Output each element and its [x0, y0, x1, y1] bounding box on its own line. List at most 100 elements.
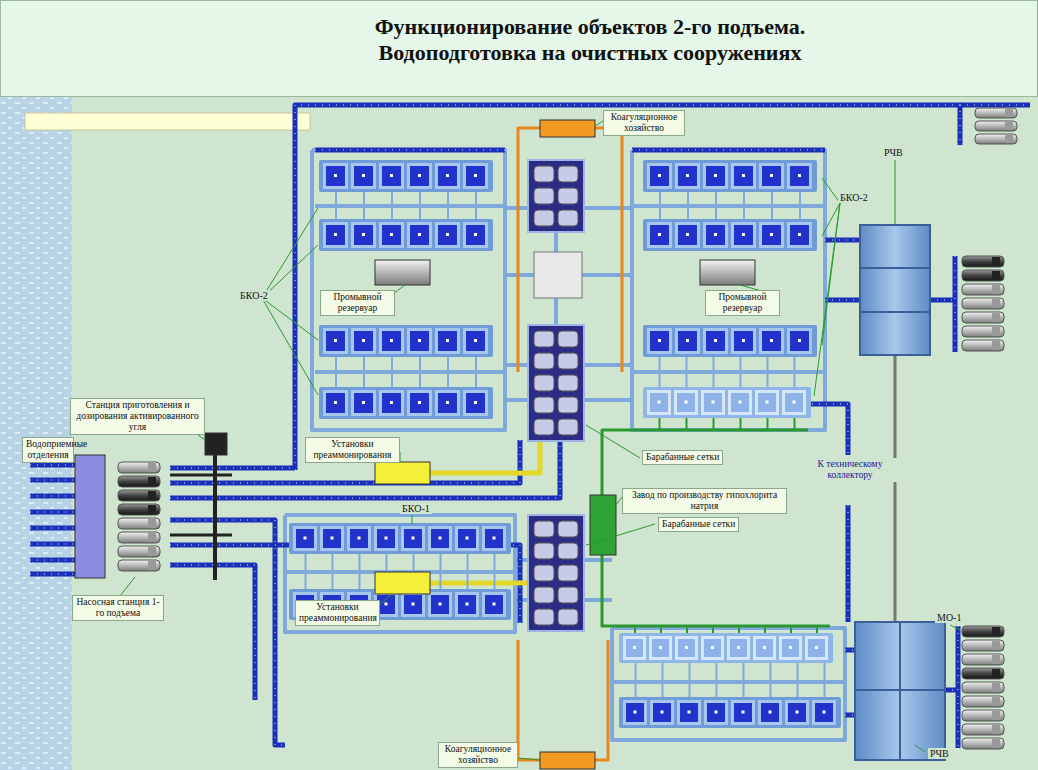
filter-cell — [815, 703, 833, 722]
filter-dot — [742, 233, 745, 236]
leader-line — [915, 745, 925, 752]
callout-text: Промывной резервуар — [324, 292, 391, 314]
pipe-line — [30, 510, 75, 515]
filter-cell — [407, 222, 432, 248]
leader-line — [586, 524, 655, 545]
filter-cell — [323, 390, 348, 416]
filter-cell — [788, 703, 806, 722]
filter-dot — [770, 174, 773, 177]
filter-cell — [351, 328, 376, 354]
flow-dots — [30, 528, 75, 529]
filter-cell — [466, 393, 485, 413]
pump — [962, 696, 1004, 707]
flow-dots — [295, 105, 960, 470]
drum-screen-block — [528, 325, 584, 441]
pipe-line — [430, 440, 540, 473]
filter-cell — [647, 222, 672, 248]
filter-cell — [703, 163, 728, 189]
filter-cell — [379, 328, 404, 354]
clean-water-tank — [860, 225, 930, 355]
filter-dot — [362, 401, 365, 404]
callout-box: Промывной резервуар — [320, 290, 395, 316]
filter-cell — [734, 703, 752, 722]
leader-line — [412, 515, 413, 524]
drum-screen — [558, 419, 578, 435]
pipe-line — [595, 640, 608, 760]
filter-dot — [493, 603, 496, 606]
pipe-line — [430, 581, 528, 586]
pump — [118, 462, 160, 473]
filter-cell — [485, 529, 503, 548]
filter-dot — [770, 339, 773, 342]
filter-dot — [390, 174, 393, 177]
filter-dot — [358, 537, 361, 540]
filter-row — [319, 325, 493, 357]
filter-cell — [626, 703, 644, 722]
pump — [118, 532, 160, 543]
filter-cell — [678, 166, 697, 186]
part-label: БКО-1 — [400, 503, 432, 514]
pump-motor — [992, 627, 1000, 636]
filter-cell — [728, 390, 752, 415]
filter-dot — [815, 646, 818, 649]
filter-cell — [354, 225, 373, 245]
drum-screen — [534, 419, 554, 435]
coagulation-unit — [540, 752, 595, 769]
filter-cell — [734, 225, 753, 245]
pipe-line — [960, 103, 1030, 108]
filter-cell — [707, 703, 725, 722]
filter-dot — [685, 646, 688, 649]
drum-screen-block — [528, 515, 584, 631]
leader-line — [262, 298, 318, 340]
pump-motor — [992, 271, 1000, 280]
filter-cell — [435, 163, 460, 189]
filter-dot — [711, 646, 714, 649]
filter-row — [643, 325, 817, 357]
filter-dot — [737, 646, 740, 649]
pipe-line — [170, 440, 560, 498]
filter-cell — [650, 393, 668, 412]
filter-cell — [428, 592, 452, 617]
pump — [962, 640, 1004, 651]
filter-cell — [404, 595, 422, 614]
filter-dot — [763, 646, 766, 649]
carbon-station — [205, 433, 227, 455]
filter-cell — [701, 636, 724, 660]
flow-dots — [845, 650, 855, 651]
drum-screen — [558, 543, 578, 559]
leader-line — [262, 245, 318, 298]
filter-row — [619, 633, 833, 663]
leader-line — [262, 208, 318, 298]
callout-text: Установки преаммонирования — [309, 439, 396, 461]
filter-cell — [731, 163, 756, 189]
filter-cell — [401, 592, 425, 617]
filter-dot — [739, 401, 742, 404]
callout-text: Водоприемные отделения — [26, 439, 70, 461]
filter-cell — [731, 328, 756, 354]
filter-cell — [296, 529, 314, 548]
filter-dot — [474, 233, 477, 236]
filter-cell — [382, 225, 401, 245]
filter-row — [643, 219, 817, 251]
filter-cell — [326, 225, 345, 245]
pump — [962, 312, 1004, 323]
filter-cell — [647, 328, 672, 354]
pipe-line — [170, 545, 520, 623]
leader-line — [895, 160, 896, 224]
part-label: БКО-2 — [238, 290, 270, 301]
filter-dot — [742, 174, 745, 177]
filter-cell — [759, 163, 784, 189]
filter-cell — [407, 163, 432, 189]
pump-motor — [1005, 135, 1013, 143]
callout-box: Коагуляционное хозяйство — [603, 110, 685, 136]
filter-cell — [650, 225, 669, 245]
filter-cell — [677, 393, 695, 412]
flow-dots — [170, 520, 285, 745]
part-label: МО-1 — [935, 612, 963, 623]
pump-motor — [992, 655, 1000, 664]
filter-dot — [474, 174, 477, 177]
pipe-line — [170, 565, 255, 700]
callout-box: Промывной резервуар — [705, 290, 780, 316]
pipe-line — [30, 463, 75, 468]
pipe-line — [845, 648, 855, 653]
